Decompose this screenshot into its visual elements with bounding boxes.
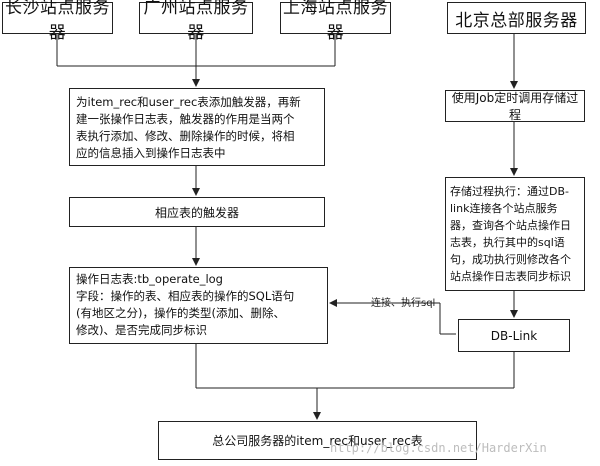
node-job: 使用Job定时调用存储过程 [445,90,585,122]
node-guangzhou: 广州站点服务器 [139,0,253,43]
node-dblink: DB-Link [458,319,570,352]
node-beijing: 北京总部服务器 [447,2,586,34]
watermark: http://blog.csdn.net/HarderXin [330,441,547,455]
node-shanghai: 上海站点服务器 [280,0,391,43]
node-procedure: 存储过程执行：通过DB- link连接各个站点服务 器，查询各个站点操作日 志表… [445,177,585,291]
node-changsha: 长沙站点服务器 [2,0,113,43]
edge-label-connect-exec: 连接、执行sql [371,298,436,309]
node-trigger: 相应表的触发器 [69,197,325,227]
node-log-table: 操作日志表:tb_operate_log 字段：操作的表、相应表的操作的SQL语… [69,267,328,344]
node-company-tables: 总公司服务器的item_rec和user_rec表 [158,421,477,460]
node-trigger-desc: 为item_rec和user_rec表添加触发器，再新 建一张操作日志表，触发器… [69,88,325,166]
